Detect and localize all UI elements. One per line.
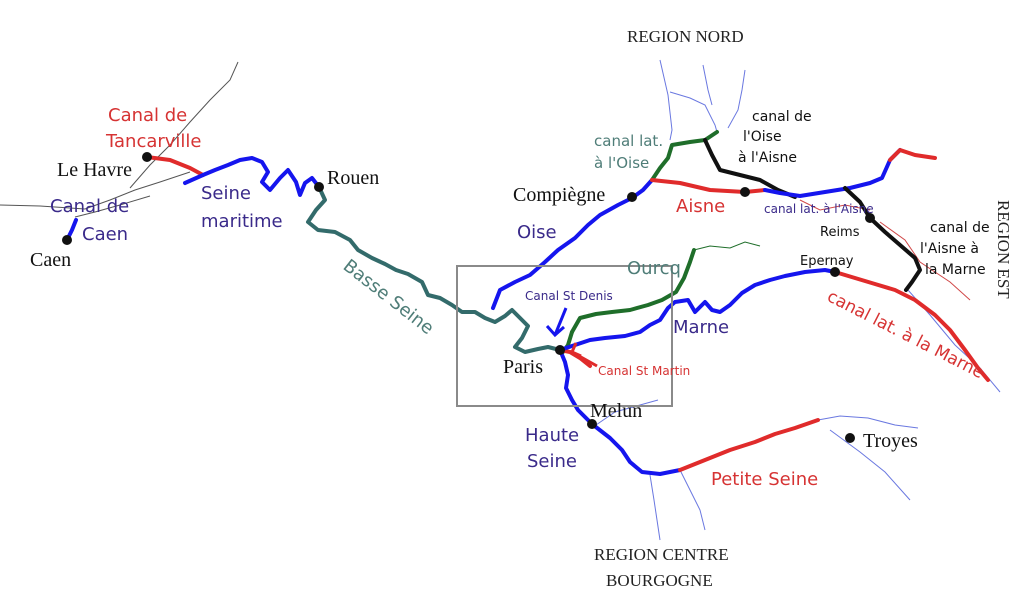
- label-petite-seine: Petite Seine: [711, 469, 818, 490]
- coastline: [0, 171, 191, 210]
- canal-tancarville-line: [145, 155, 205, 177]
- city-label-rouen: Rouen: [327, 167, 379, 189]
- label-marne: Marne: [673, 317, 729, 338]
- region-nord-label: REGION NORD: [627, 27, 744, 46]
- label-haute-seine-2: Seine: [527, 451, 577, 472]
- label-canal-aisne-marne-3: la Marne: [925, 262, 986, 278]
- marne-line: [558, 268, 837, 352]
- paris-zoom-frame: [456, 265, 673, 407]
- label-canal-caen-2: Caen: [82, 224, 128, 245]
- city-label-epernay: Epernay: [800, 254, 854, 269]
- basse-seine-line: [306, 185, 562, 354]
- city-dot-rouen: [314, 182, 324, 192]
- thin-lines: [0, 59, 1001, 541]
- city-label-caen: Caen: [30, 249, 71, 271]
- label-canal-lat-marne: canal lat. à la Marne: [824, 287, 987, 383]
- canal-st-denis-arrow: [545, 307, 568, 338]
- label-seine-maritime-2: maritime: [201, 211, 283, 232]
- label-aisne: Aisne: [676, 196, 725, 217]
- seine-melun-tributary: [595, 399, 659, 426]
- canal-st-martin-arrow: [570, 342, 598, 368]
- city-label-paris: Paris: [503, 356, 543, 378]
- city-markers: [62, 152, 875, 443]
- label-canal-caen-1: Canal de: [50, 196, 129, 217]
- city-dot-reims: [865, 213, 875, 223]
- waterway-labels: Canal de Tancarville Aisne Canal St Mart…: [50, 105, 990, 490]
- city-dot-melun: [587, 419, 597, 429]
- label-haute-seine-1: Haute: [525, 425, 579, 446]
- label-canal-tancarville-2: Tancarville: [105, 131, 202, 152]
- oise-tributary-4: [727, 69, 746, 129]
- label-canal-oise-aisne-1: canal de: [752, 109, 812, 125]
- city-label-compiegne: Compiègne: [513, 184, 605, 206]
- city-dot-troyes: [845, 433, 855, 443]
- city-label-le-havre: Le Havre: [57, 159, 132, 181]
- city-dot-caen: [62, 235, 72, 245]
- label-canal-lat-aisne: canal lat. à l'Aisne: [764, 202, 874, 216]
- label-oise: Oise: [517, 222, 557, 243]
- label-canal-oise-aisne-2: l'Oise: [743, 129, 782, 145]
- region-est-label: REGION EST: [994, 200, 1013, 299]
- oise-tributary-3: [702, 64, 713, 106]
- label-seine-maritime-1: Seine: [201, 183, 251, 204]
- label-canal-st-denis: Canal St Denis: [525, 289, 613, 303]
- label-ourcq: Ourcq: [627, 258, 681, 279]
- label-canal-tancarville-1: Canal de: [108, 105, 187, 126]
- aisne-tributary-thin: [879, 221, 971, 301]
- estuary-line: [129, 61, 239, 189]
- orne-river-thin: [74, 195, 151, 218]
- troyes-tributary-1: [817, 415, 919, 429]
- ourcq-tributary: [693, 241, 761, 251]
- region-centre-label-2: BOURGOGNE: [606, 571, 713, 590]
- waterways: [65, 130, 990, 476]
- city-label-troyes: Troyes: [863, 430, 918, 452]
- region-centre-label-1: REGION CENTRE: [594, 545, 729, 564]
- aisne-line: [650, 178, 767, 194]
- canal-lat-aisne-line: [763, 148, 902, 198]
- label-canal-lat-oise-2: à l'Oise: [594, 154, 649, 172]
- city-dot-paris: [555, 345, 565, 355]
- city-dot-epernay: [830, 267, 840, 277]
- label-canal-oise-aisne-3: à l'Aisne: [738, 150, 797, 166]
- city-label-melun: Melun: [590, 400, 642, 422]
- city-dot-aisne: [740, 187, 750, 197]
- oise-tributary-2: [669, 91, 718, 133]
- aisne-upper-line: [888, 148, 937, 162]
- label-canal-lat-oise-1: canal lat.: [594, 132, 663, 150]
- canal-aisne-marne-line: [843, 186, 922, 292]
- city-dot-compiegne: [627, 192, 637, 202]
- seine-south-tributary-2: [679, 469, 706, 531]
- canal-lat-marne-line: [833, 270, 990, 382]
- oise-tributary-1: [659, 59, 673, 141]
- petite-seine-line: [678, 418, 820, 472]
- region-labels: REGION NORD REGION EST REGION CENTRE BOU…: [594, 27, 1013, 590]
- label-canal-aisne-marne-1: canal de: [930, 220, 990, 236]
- seine-south-tributary-1: [649, 474, 661, 541]
- city-label-reims: Reims: [820, 225, 860, 240]
- city-dot-le-havre: [142, 152, 152, 162]
- ourcq-line: [570, 248, 696, 334]
- troyes-tributary-2: [829, 429, 911, 501]
- label-canal-aisne-marne-2: l'Aisne à: [920, 241, 979, 257]
- label-canal-st-martin: Canal St Martin: [598, 364, 690, 378]
- aisne-upper-thin: [799, 199, 871, 211]
- city-labels: Le Havre Caen Rouen Compiègne Paris Melu…: [30, 159, 918, 452]
- seine-maritime-line: [183, 156, 321, 197]
- canal-oise-aisne-line: [703, 138, 797, 199]
